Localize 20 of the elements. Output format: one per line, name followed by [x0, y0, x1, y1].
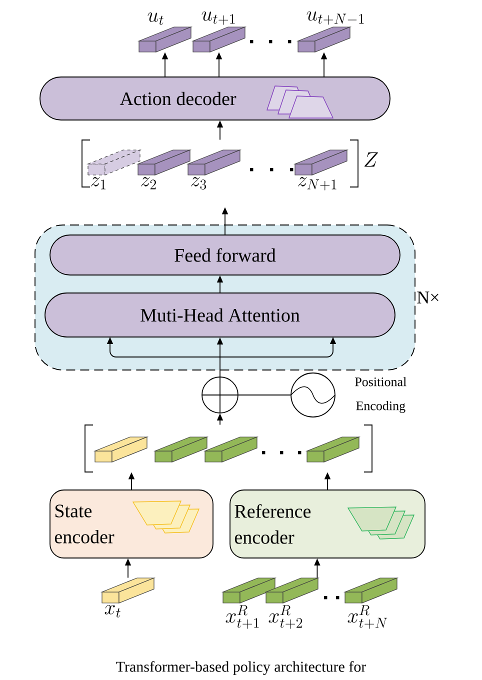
adder-symbol	[202, 376, 238, 414]
token-label: $z_2$	[141, 177, 156, 190]
token-label: $u_{t+N-1}$	[306, 11, 364, 25]
decoder-box: Action decoder	[40, 76, 390, 120]
side-label: Positional Encoding	[355, 377, 406, 413]
token-label: $x_t$	[104, 605, 120, 618]
caption: Transformer-based policy architecture for	[116, 661, 366, 675]
token-label: $u_{t+1}$	[202, 11, 235, 25]
bracket	[84, 424, 372, 472]
token-label: $z_3$	[191, 177, 206, 190]
token-label: $x_{t+N}^R$	[348, 605, 388, 629]
group-label: $Z$	[364, 152, 378, 167]
token-label: $z_1$	[91, 177, 106, 190]
token-label: $x_{t+1}^R$	[226, 605, 259, 629]
layer-box: Muti-Head Attention	[44, 292, 396, 338]
repeat-label: N×	[417, 292, 438, 304]
token-label: $u_t$	[148, 12, 164, 25]
token-label: $x_{t+2}^R$	[268, 605, 302, 629]
layer-box: Feed forward	[50, 234, 400, 276]
token-label: $z_{N+1}$	[298, 177, 336, 190]
